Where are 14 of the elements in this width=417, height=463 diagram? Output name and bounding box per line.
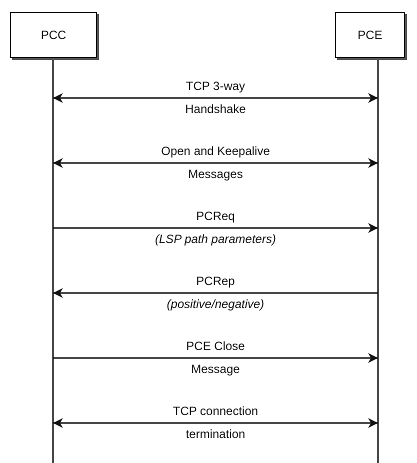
edge-label: PCE Close Message — [185, 338, 246, 378]
arrow — [53, 418, 378, 428]
arrow — [53, 353, 378, 363]
arrow — [53, 223, 378, 233]
participant-box: PCC — [10, 12, 97, 58]
edge-label: TCP connection termination — [172, 403, 260, 443]
arrow — [53, 93, 378, 103]
arrow — [53, 158, 378, 168]
edge-label: PCReq (LSP path parameters) — [154, 208, 277, 248]
edge-label: PCRep (positive/negative) — [166, 273, 266, 313]
arrow — [53, 288, 378, 298]
edge-label: TCP 3-way Handshake — [184, 78, 247, 118]
participant-box: PCE — [335, 12, 405, 58]
edge-label: Open and Keepalive Messages — [160, 143, 271, 183]
